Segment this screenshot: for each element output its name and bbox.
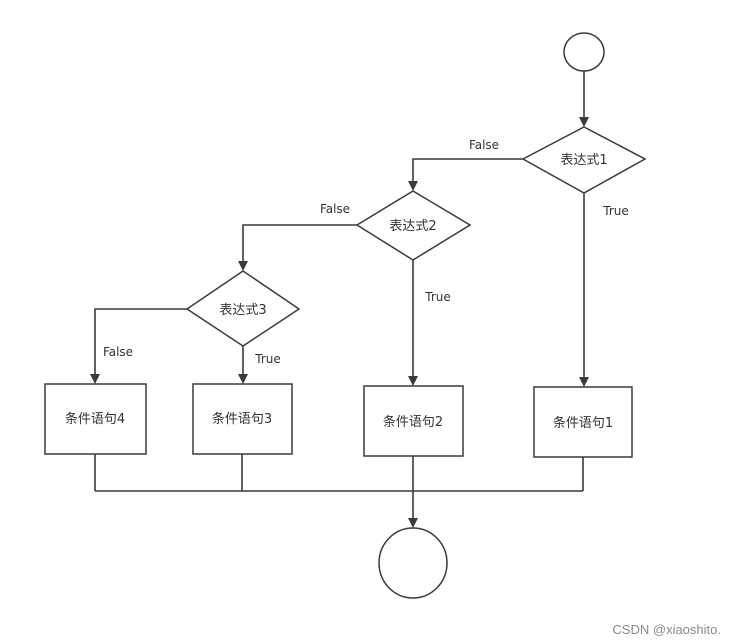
start-node [563,32,605,72]
decision-cond3-label: 表达式3 [219,303,266,318]
edge-cond1-true-label: True [602,204,629,218]
statement-2-label: 条件语句2 [383,414,443,430]
edge-cond1-false-label: False [469,138,499,152]
decision-cond2-label: 表达式2 [389,219,436,234]
edge-cond2-true-label: True [424,290,451,304]
statement-4-label: 条件语句4 [65,411,125,427]
statement-3-box [192,383,293,455]
end-node [378,527,448,599]
statement-3-label: 条件语句3 [212,411,272,427]
edge-cond3-true-label: True [254,352,281,366]
statement-4-box [44,383,147,455]
edge-cond1-false [408,158,523,191]
decision-cond1-label: 表达式1 [560,153,607,168]
watermark-text: CSDN @xiaoshito. [612,622,721,637]
edge-cond3-false-label: False [103,345,133,359]
statement-1-box [533,386,633,458]
statement-1-label: 条件语句1 [553,415,613,431]
edge-cond2-false-label: False [320,202,350,216]
edge-cond2-false [238,224,357,271]
edge-cond3-false [90,308,187,384]
statement-2-box [363,385,464,457]
